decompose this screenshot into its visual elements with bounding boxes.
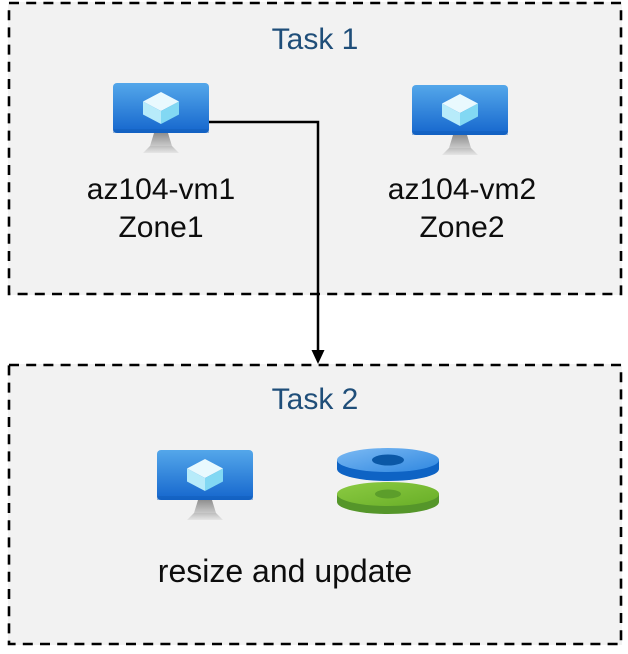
azure-vm-icon — [412, 85, 508, 161]
task1-title: Task 1 — [271, 23, 359, 56]
task2-caption: resize and update — [157, 553, 413, 589]
task2-group-box: Task 2 — [8, 364, 622, 645]
azure-disks-icon — [335, 441, 441, 515]
vm1-name: az104-vm1 — [86, 173, 236, 206]
vm2-label: az104-vm2 Zone2 — [337, 171, 587, 247]
vm2-zone: Zone2 — [419, 211, 505, 244]
azure-vm-icon — [157, 450, 253, 526]
vm1-label: az104-vm1 Zone1 — [36, 171, 286, 247]
vm1-zone: Zone1 — [118, 211, 204, 244]
flow-arrow-head — [311, 350, 325, 364]
task1-group-box: Task 1 — [8, 2, 622, 295]
vm2-name: az104-vm2 — [387, 173, 537, 206]
task2-title: Task 2 — [271, 383, 359, 416]
azure-vm-icon — [113, 83, 209, 159]
